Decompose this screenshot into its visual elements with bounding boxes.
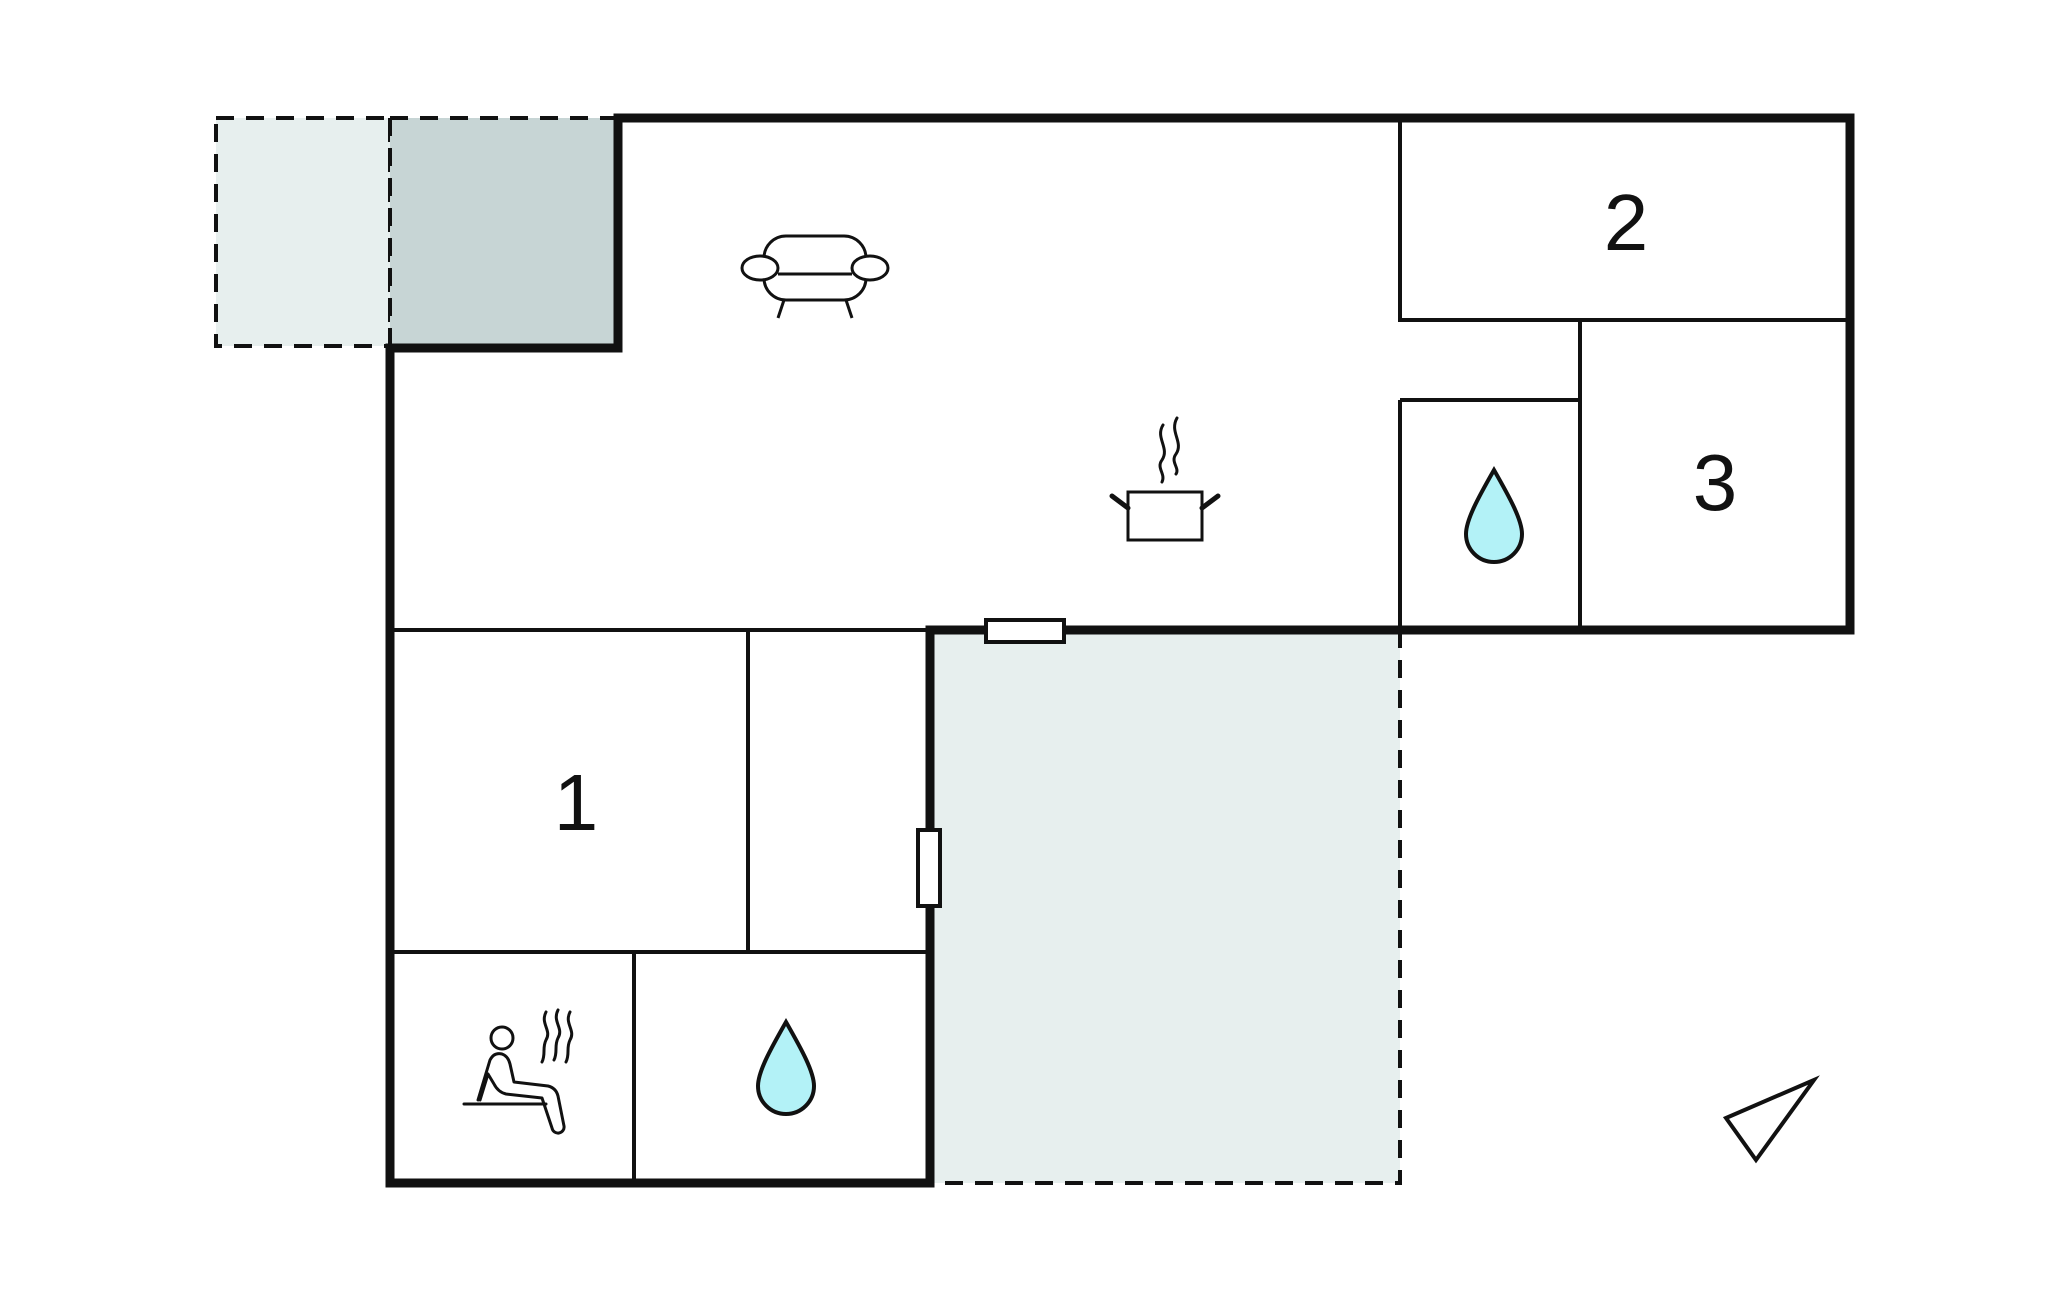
north-arrow-icon xyxy=(1722,1075,1820,1164)
window-north-terrace xyxy=(984,618,1066,644)
room-label-1: 1 xyxy=(554,758,599,847)
terrace-lower-dashed-edge xyxy=(930,630,1402,1185)
water-drop-icon-lower xyxy=(755,1017,817,1116)
window-east-hall xyxy=(916,828,942,908)
water-drop-icon-upper xyxy=(1463,465,1525,564)
terrace-lower xyxy=(930,630,1400,1183)
room-label-2: 2 xyxy=(1604,178,1649,267)
exterior-wall xyxy=(385,113,1855,1188)
sauna-icon xyxy=(462,1008,574,1135)
cooking-pot-icon xyxy=(1109,416,1221,542)
room-label-3: 3 xyxy=(1693,438,1738,527)
open-terrace-top-left xyxy=(214,116,392,348)
covered-terrace-top-left xyxy=(390,118,618,346)
sofa-icon xyxy=(740,234,890,319)
interior-walls xyxy=(390,118,1850,1183)
